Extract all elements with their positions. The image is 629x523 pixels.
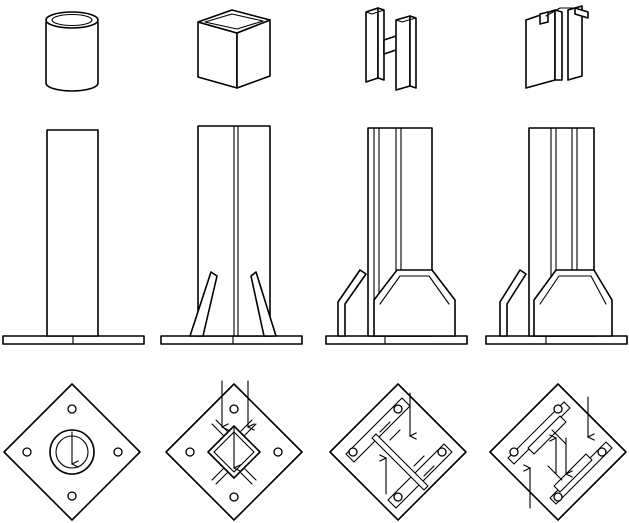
elev-circular-tube (2, 129, 145, 345)
bolt-hole (229, 492, 239, 502)
bolt-hole (67, 404, 77, 414)
iso-square-tube (197, 9, 271, 89)
plan-square-tube (165, 380, 303, 521)
plan-channel-pair (489, 383, 627, 521)
bolt-hole (67, 491, 77, 501)
bolt-hole (113, 447, 123, 457)
bolt-hole (553, 404, 563, 414)
bolt-hole (509, 447, 519, 457)
bolt-hole (273, 447, 283, 457)
iso-circular-tube (45, 11, 99, 92)
bolt-hole (553, 492, 563, 502)
bolt-hole (185, 447, 195, 457)
bolt-hole (22, 447, 32, 457)
bolt-hole (393, 404, 403, 414)
bolt-hole (229, 404, 239, 414)
bolt-hole (393, 492, 403, 502)
bolt-hole (597, 447, 607, 457)
bolt-hole (348, 447, 358, 457)
plan-h-section (329, 383, 467, 521)
iso-channel-pair (525, 5, 589, 89)
iso-h-section (365, 7, 417, 91)
elev-square-tube (160, 125, 303, 345)
elev-channel-pair (485, 127, 628, 345)
bolt-hole (437, 447, 447, 457)
elev-h-section (325, 127, 468, 345)
plan-circular-tube (3, 383, 141, 521)
